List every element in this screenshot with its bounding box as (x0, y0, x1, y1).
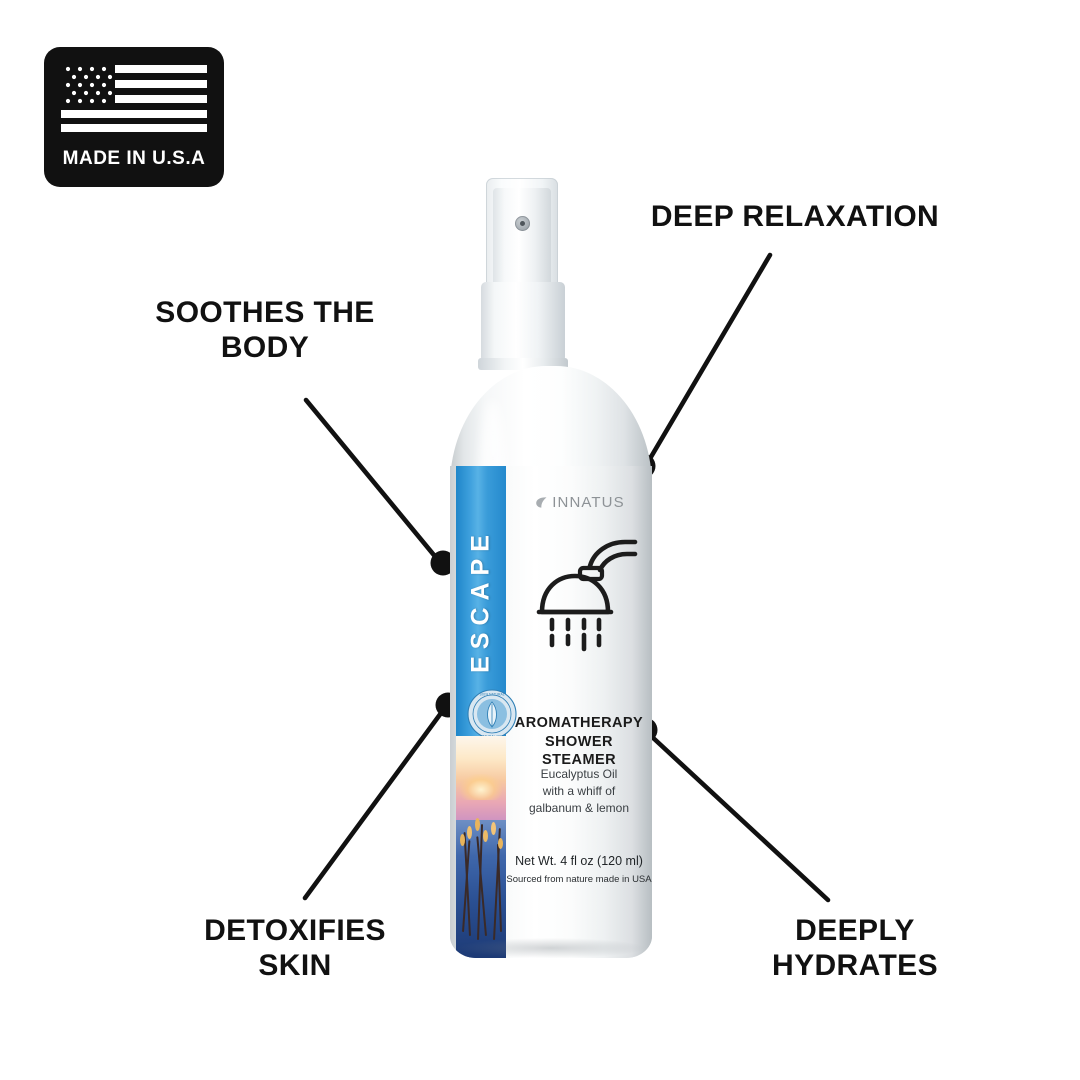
product-description: Eucalyptus Oil with a whiff of galbanum … (528, 767, 630, 816)
sourced-note: Sourced from nature made in USA (506, 874, 652, 885)
spray-hole-icon (515, 216, 530, 231)
shower-head-icon (522, 528, 640, 658)
spray-nozzle (493, 188, 551, 300)
callout-soothes-the-body: SOOTHES THE BODY (155, 296, 375, 364)
label-landscape-photo (456, 736, 506, 958)
usa-flag-icon (59, 61, 209, 139)
made-in-usa-label: MADE IN U.S.A (62, 148, 206, 169)
leaf-mark-icon (536, 497, 547, 508)
brand-lockup: INNATUS (508, 494, 652, 511)
natural-seal-icon: 100% NATURAL NATURAL OILS (466, 688, 518, 740)
product-title: AROMATHERAPY SHOWER STEAMER (514, 715, 644, 769)
svg-text:100% NATURAL: 100% NATURAL (479, 693, 504, 697)
bottle-base-shadow (458, 938, 644, 958)
made-in-usa-badge: MADE IN U.S.A (44, 47, 224, 187)
callout-deeply-hydrates: DEEPLY HYDRATES (772, 914, 938, 982)
callout-detoxifies-skin: DETOXIFIES SKIN (204, 914, 386, 982)
net-weight: Net Wt. 4 fl oz (120 ml) (515, 854, 643, 868)
bottle-collar (481, 282, 565, 364)
product-label: ESCAPE 100% NATURAL NATURAL OILS (450, 466, 652, 958)
callout-deep-relaxation: DEEP RELAXATION (650, 200, 940, 233)
brand-name: INNATUS (552, 494, 625, 511)
product-bottle: ESCAPE 100% NATURAL NATURAL OILS (440, 178, 662, 968)
